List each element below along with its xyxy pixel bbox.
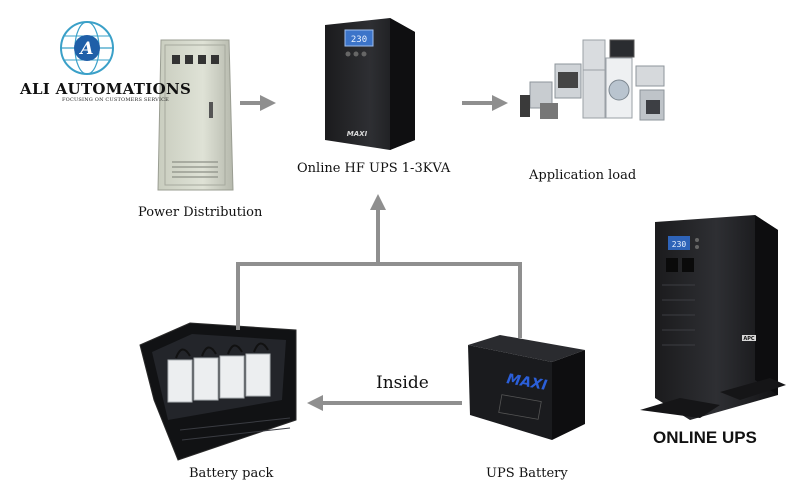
company-logo: A	[60, 21, 114, 75]
company-name: ALI AUTOMATIONS	[20, 80, 192, 98]
ups-display-text: 230	[351, 35, 367, 45]
battery-pack-icon	[139, 322, 297, 461]
application-load-label: Application load	[529, 168, 637, 183]
power-distribution-label: Power Distribution	[138, 205, 263, 220]
battery-pack-label: Battery pack	[189, 466, 274, 481]
logo-mark: A	[78, 39, 93, 59]
inside-label: Inside	[376, 373, 429, 393]
power-distribution-cabinet-icon	[157, 39, 234, 191]
appliances-icon	[520, 39, 665, 121]
ups-label: Online HF UPS 1-3KVA	[297, 161, 451, 176]
online-ups-display-text: 230	[672, 240, 687, 249]
online-ups-tower-icon: 230 APC	[640, 215, 786, 420]
feedback-loop-line	[236, 262, 522, 338]
ups-battery-label: UPS Battery	[486, 466, 568, 481]
online-ups-logo-text: APC	[743, 336, 755, 342]
ups-brand-text: MAXI	[347, 130, 368, 138]
ups-battery-icon: MAXI	[468, 335, 585, 440]
online-ups-label: ONLINE UPS	[653, 428, 757, 447]
ups-tower-icon: 230 MAXI	[325, 18, 415, 150]
battery-brand-text: MAXI	[505, 371, 548, 394]
company-tagline: FOCUSING ON CUSTOMERS SERVICE	[62, 97, 170, 103]
connectors	[236, 95, 522, 411]
